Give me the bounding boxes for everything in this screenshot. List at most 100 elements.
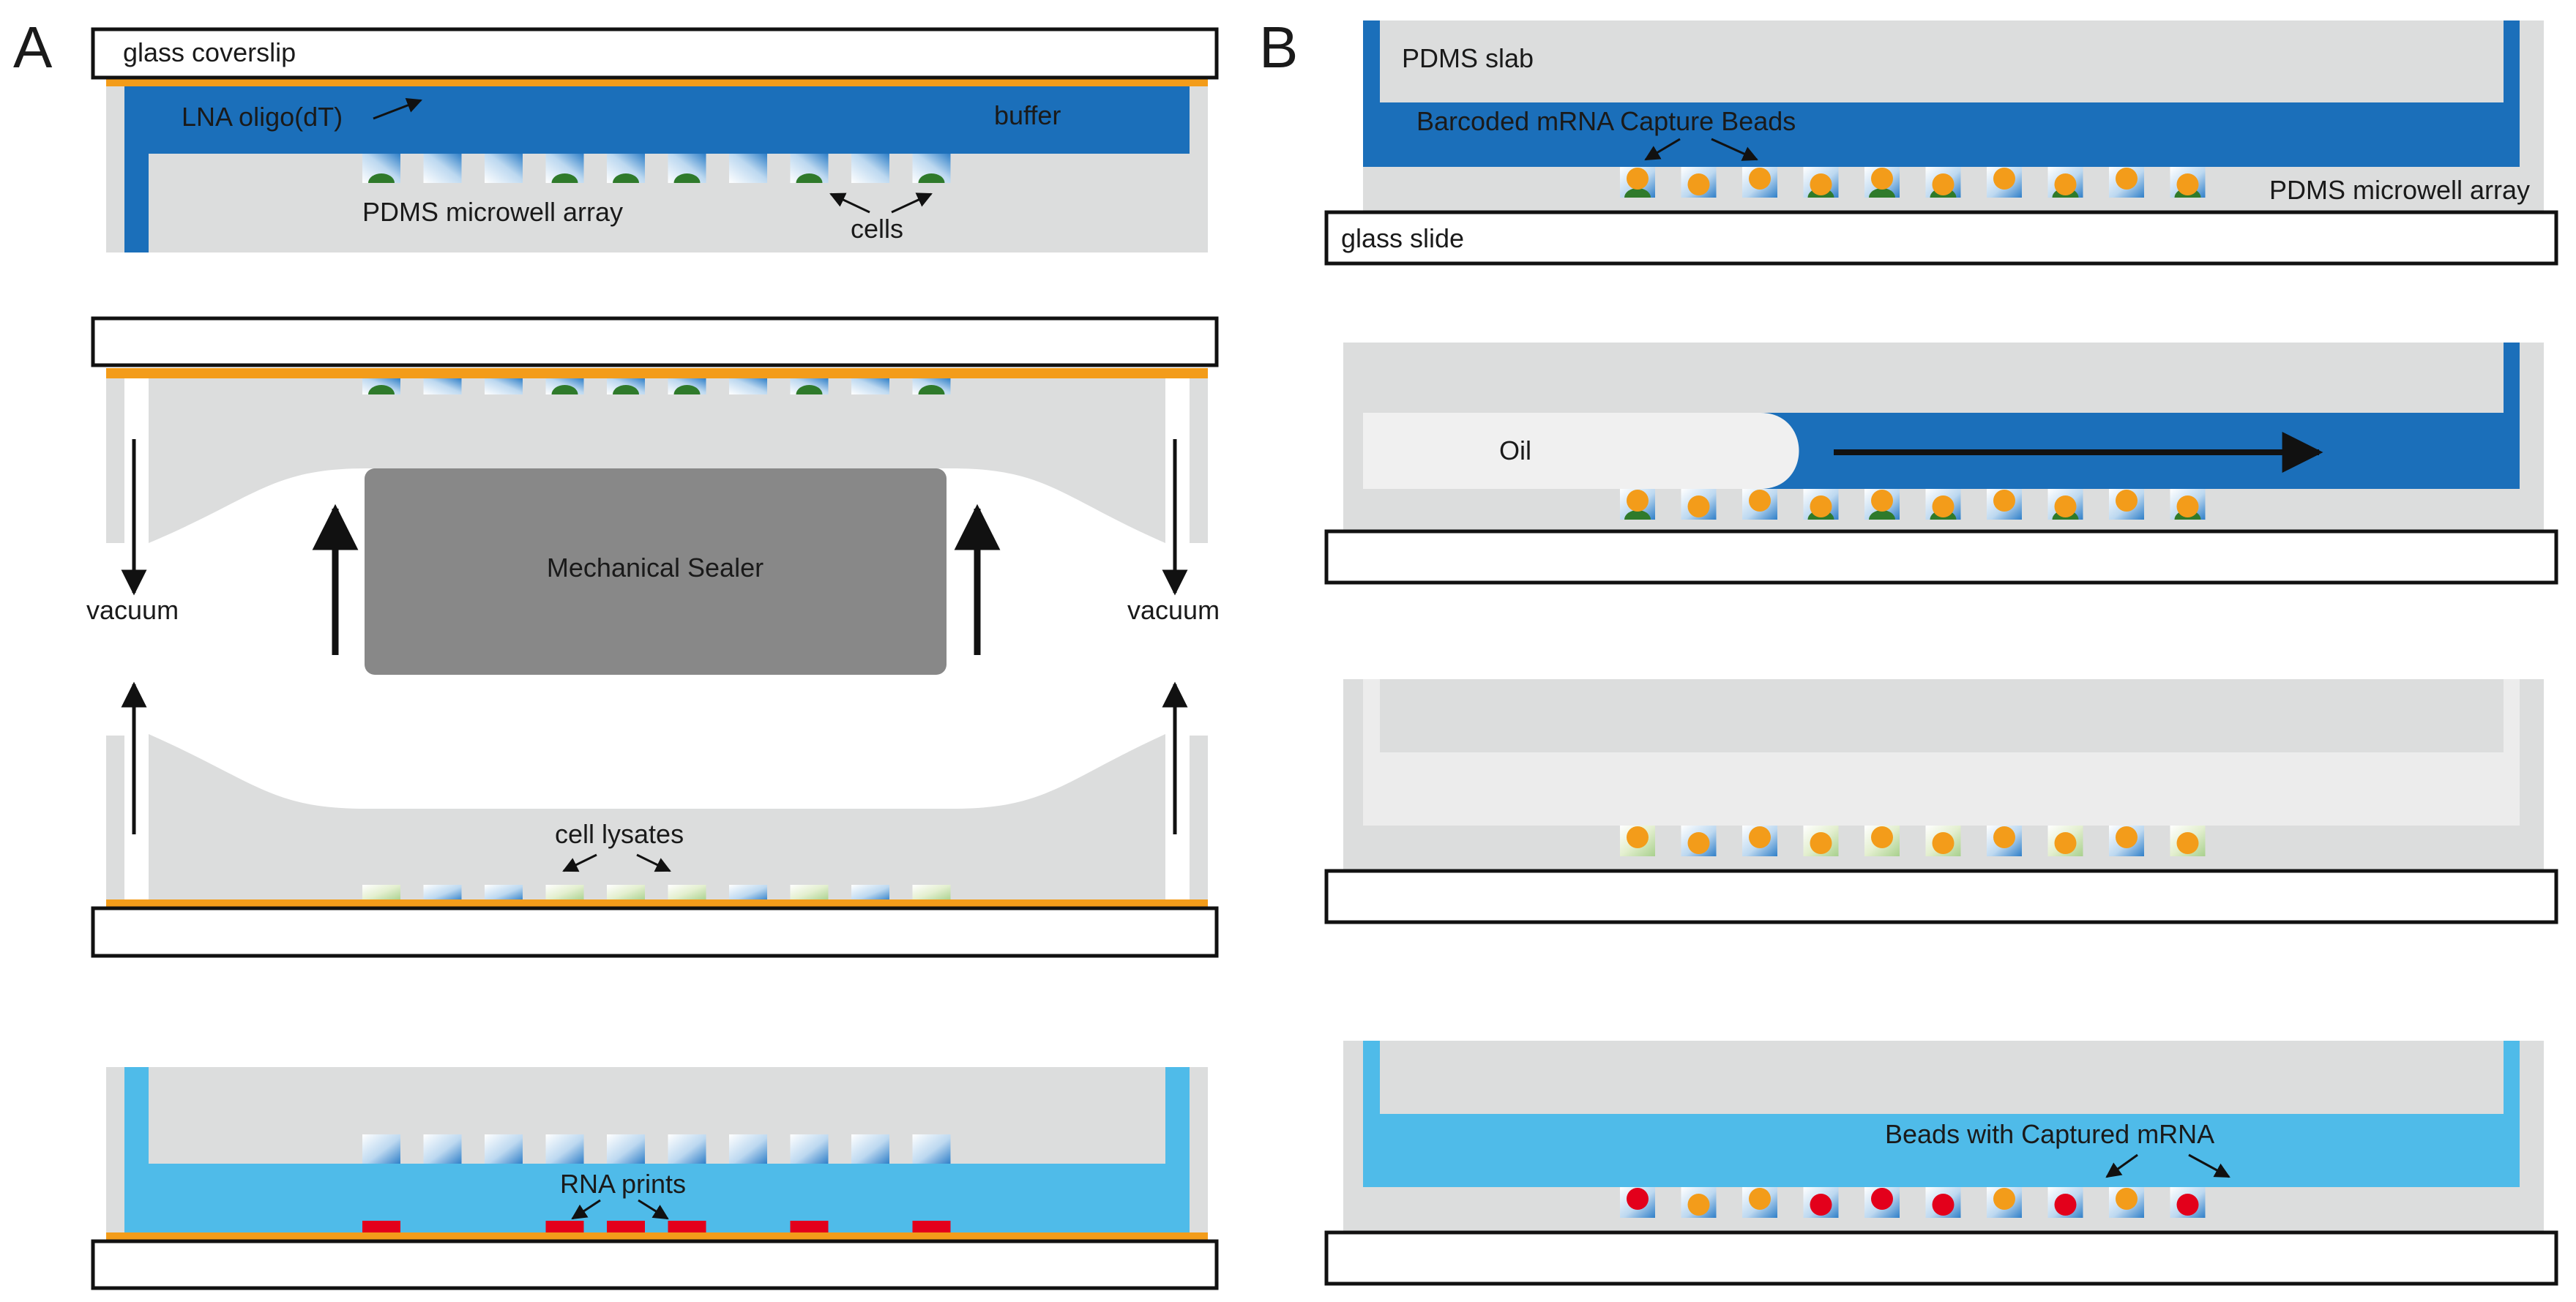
bead	[2116, 168, 2138, 190]
pdms-slab	[1380, 20, 2504, 102]
cell	[613, 173, 639, 183]
bead	[1810, 173, 1832, 195]
bead	[1993, 1188, 2015, 1210]
microwell	[851, 1134, 889, 1164]
glass-slide	[1324, 529, 2558, 585]
microwell	[423, 154, 462, 183]
glass-slide	[1324, 210, 2558, 266]
microwell	[851, 885, 889, 901]
rna-prints-arrow-right	[638, 1199, 669, 1220]
beads-arrow-right	[1711, 138, 1758, 161]
rna-prints	[362, 1221, 951, 1232]
microwell	[668, 885, 706, 901]
cells-label: cells	[851, 214, 903, 244]
panel-b-letter: B	[1259, 15, 1298, 80]
cell	[1624, 188, 1651, 198]
cell	[613, 385, 639, 394]
bead	[2116, 826, 2138, 848]
microwell	[851, 154, 889, 183]
bead	[1932, 1194, 1955, 1216]
lna-oligo-label: LNA oligo(dT)	[182, 102, 343, 132]
pdms-left-wall-bottom	[106, 736, 124, 902]
glass-slide	[1324, 1230, 2558, 1286]
bead	[1871, 168, 1893, 190]
oil-plug	[1363, 413, 1799, 489]
panel-b-step-2: Oil	[1324, 343, 2558, 585]
bead	[2054, 1194, 2077, 1216]
panel-a-step-1: glass coverslip LNA oligo(dT) buffer PDM…	[91, 27, 1219, 252]
glass-slide	[91, 1239, 1219, 1290]
pdms-slab-label: PDMS slab	[1402, 43, 1534, 73]
buffer-label: buffer	[994, 100, 1061, 130]
cell	[673, 173, 701, 183]
cell	[918, 385, 945, 394]
glass-slide	[1324, 869, 2558, 924]
rna-print	[912, 1221, 951, 1232]
microwell	[485, 378, 523, 394]
microwell	[607, 1134, 645, 1164]
microwell	[668, 1134, 706, 1164]
cell	[673, 385, 701, 394]
microwell	[485, 885, 523, 901]
pdms-right-wall-top	[1190, 378, 1208, 543]
microwell	[912, 885, 951, 901]
bead	[1871, 490, 1893, 512]
microwell	[912, 1134, 951, 1164]
lysate-bead-wells-row	[1620, 826, 2206, 856]
panel-b-step-4: Beads with Captured mRNA	[1324, 1041, 2558, 1286]
bead-wells-row	[1620, 489, 2206, 520]
microwell	[423, 1134, 462, 1164]
glass-coverslip	[91, 27, 1219, 80]
pdms-right-wall	[1190, 86, 1208, 252]
microwell	[729, 154, 767, 183]
panel-a-step-2: Mechanical Sealer vacuum vacuum cell lys…	[86, 316, 1220, 958]
bead	[1627, 490, 1649, 512]
captured-arrow-left	[2105, 1153, 2138, 1178]
cells-arrow-left	[829, 192, 870, 214]
bead	[1810, 1194, 1832, 1216]
microwells-row	[362, 154, 951, 183]
vacuum-label-left: vacuum	[86, 595, 179, 625]
bead	[1749, 168, 1771, 190]
captured-bead-wells-row	[1620, 1187, 2206, 1218]
microwell	[485, 1134, 523, 1164]
microwell	[423, 885, 462, 901]
rna-print	[362, 1221, 400, 1232]
bead	[1749, 826, 1771, 848]
microwell	[790, 1134, 829, 1164]
mechanical-sealer	[365, 468, 947, 675]
microwell	[423, 378, 462, 394]
lysates-arrow-left	[562, 853, 597, 872]
bead	[1993, 168, 2015, 190]
panel-b-step-1: PDMS slab Barcoded mRNA Capture Beads PD…	[1324, 20, 2558, 266]
bead	[1932, 832, 1955, 854]
cell	[1869, 188, 1895, 198]
bead	[2176, 495, 2199, 517]
lysates-arrow-right	[636, 853, 671, 872]
microwell	[485, 154, 523, 183]
rna-prints-label: RNA prints	[560, 1169, 686, 1199]
cell	[918, 173, 945, 183]
pdms-microwell-slab	[149, 1067, 1165, 1164]
vacuum-label-right: vacuum	[1127, 595, 1220, 625]
microwell	[545, 885, 584, 901]
cell	[368, 385, 395, 394]
bead	[1627, 168, 1649, 190]
cell	[368, 173, 395, 183]
panel-a-letter: A	[13, 15, 53, 80]
pdms-left-wall-top	[106, 378, 124, 543]
panel-a-step-3: RNA prints	[91, 1067, 1219, 1290]
oligo-layer-top	[106, 368, 1208, 378]
cells-arrow-right	[891, 192, 933, 214]
cell	[551, 385, 578, 394]
bead	[1993, 490, 2015, 512]
bead	[1932, 495, 1955, 517]
rna-print	[790, 1221, 829, 1232]
microwells-top-row	[362, 378, 951, 394]
bead	[1687, 1194, 1710, 1216]
glass-coverslip-top	[91, 316, 1219, 367]
rna-print	[668, 1221, 706, 1232]
bead	[2054, 173, 2077, 195]
cell-lysates-label: cell lysates	[555, 819, 684, 849]
microwell	[729, 1134, 767, 1164]
